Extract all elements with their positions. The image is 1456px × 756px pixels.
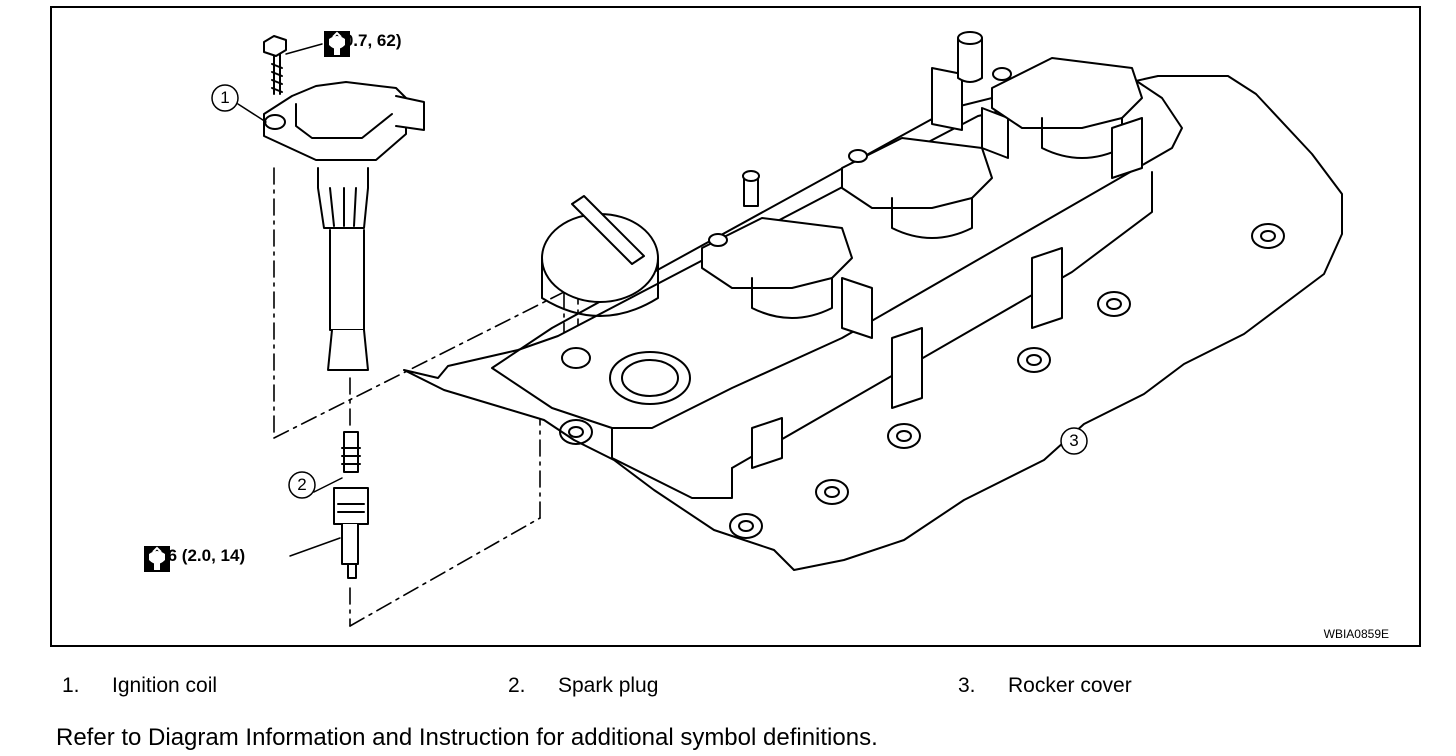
legend-label: Ignition coil bbox=[112, 674, 218, 697]
torque-wrench-icon bbox=[144, 546, 170, 572]
diagram-frame: 1 2 3 7 (0.7, 62) 19.6 (2.0, 14) WBIA085… bbox=[50, 6, 1421, 647]
callout-2: 2 bbox=[297, 475, 307, 494]
callout-1-circle bbox=[211, 84, 239, 112]
legend-number: 3. bbox=[958, 674, 976, 697]
ignition-coil-drawing bbox=[263, 35, 425, 371]
callout-3: 3 bbox=[1069, 431, 1079, 450]
callout-3-circle bbox=[1060, 427, 1088, 455]
rocker-cover-drawing bbox=[403, 31, 1343, 571]
spark-plug-drawing bbox=[333, 431, 369, 579]
legend-item-spark-plug: 2. Spark plug bbox=[508, 674, 658, 698]
figure-code: WBIA0859E bbox=[1323, 627, 1389, 641]
callout-1: 1 bbox=[220, 88, 230, 107]
legend-item-ignition-coil: 1. Ignition coil bbox=[62, 674, 217, 698]
torque-spec-coil-bolt: 7 (0.7, 62) bbox=[324, 31, 402, 57]
legend-item-rocker-cover: 3. Rocker cover bbox=[958, 674, 1132, 698]
legend-number: 1. bbox=[62, 674, 80, 697]
diagram-drawing bbox=[211, 31, 1343, 627]
legend-number: 2. bbox=[508, 674, 526, 697]
torque-wrench-icon bbox=[324, 31, 350, 57]
symbol-reference-note: Refer to Diagram Information and Instruc… bbox=[56, 724, 878, 751]
legend-label: Rocker cover bbox=[1008, 674, 1132, 697]
torque-spec-spark-plug: 19.6 (2.0, 14) bbox=[144, 546, 245, 572]
legend-label: Spark plug bbox=[558, 674, 659, 697]
callout-2-circle bbox=[288, 471, 316, 499]
